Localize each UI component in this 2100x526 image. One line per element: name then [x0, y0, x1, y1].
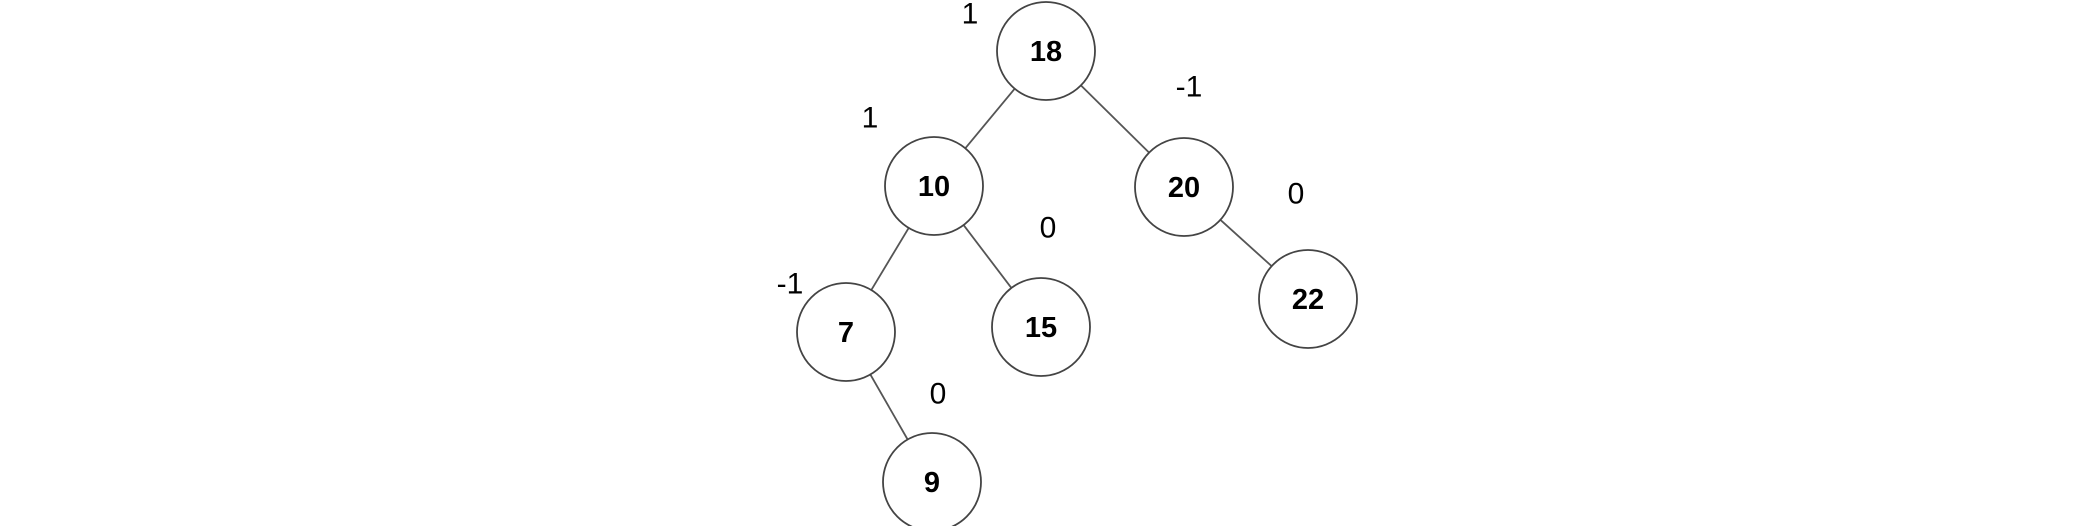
- balance-factor-10: 1: [862, 102, 879, 135]
- tree-edge-10-15: [962, 224, 1013, 289]
- node-circle-18[interactable]: [996, 1, 1096, 101]
- tree-edge-18-20: [1080, 84, 1150, 154]
- node-key-label-22: 22: [1292, 284, 1324, 316]
- node-circle-9[interactable]: [882, 432, 982, 526]
- balance-factor-group: 1 1 -1 -1 0 0 0: [777, 0, 1305, 411]
- node-key-label-18: 18: [1030, 36, 1062, 68]
- tree-edge-20-22: [1219, 219, 1273, 267]
- node-circle-10[interactable]: [884, 136, 984, 236]
- tree-node-9[interactable]: 9: [882, 432, 982, 526]
- node-key-label-7: 7: [838, 317, 854, 349]
- tree-edges-group: [869, 84, 1273, 440]
- tree-node-7[interactable]: 7: [796, 282, 896, 382]
- tree-edge-7-9: [869, 374, 909, 440]
- tree-node-15[interactable]: 15: [991, 277, 1091, 377]
- node-circle-7[interactable]: [796, 282, 896, 382]
- balance-factor-15: 0: [1040, 212, 1057, 245]
- tree-node-10[interactable]: 10: [884, 136, 984, 236]
- node-circle-20[interactable]: [1134, 137, 1234, 237]
- balance-factor-9: 0: [930, 378, 947, 411]
- balance-factor-7: -1: [777, 268, 804, 301]
- balance-factor-18: 1: [962, 0, 979, 31]
- tree-node-20[interactable]: 20: [1134, 137, 1234, 237]
- balance-factor-20: -1: [1176, 71, 1203, 104]
- node-circle-22[interactable]: [1258, 249, 1358, 349]
- tree-node-18[interactable]: 18: [996, 1, 1096, 101]
- node-key-label-10: 10: [918, 171, 950, 203]
- node-circle-15[interactable]: [991, 277, 1091, 377]
- tree-edge-18-10: [964, 88, 1016, 149]
- tree-edge-10-7: [870, 227, 910, 291]
- node-key-label-9: 9: [924, 467, 940, 499]
- balance-factor-22: 0: [1288, 178, 1305, 211]
- node-key-label-20: 20: [1168, 172, 1200, 204]
- node-key-label-15: 15: [1025, 312, 1057, 344]
- tree-node-22[interactable]: 22: [1258, 249, 1358, 349]
